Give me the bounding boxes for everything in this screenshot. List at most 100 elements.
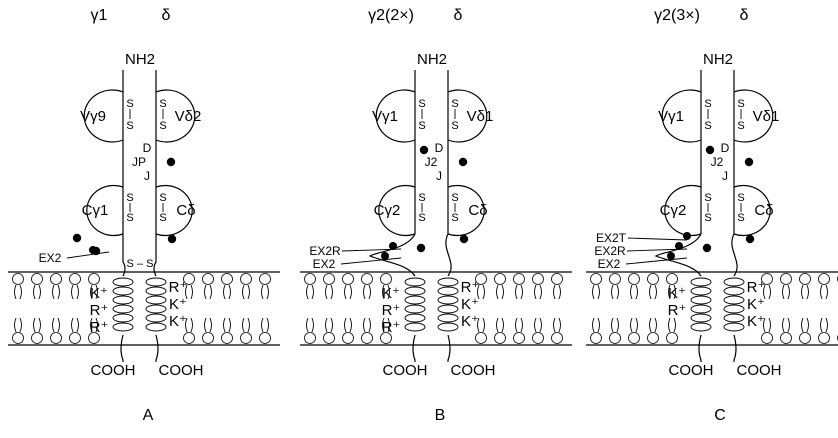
left-v-label: Vγ1: [658, 108, 684, 125]
right-tm-helix-turn: [723, 304, 745, 314]
right-d-label: D: [143, 141, 152, 155]
right-tm-helix-turn: [723, 286, 745, 296]
chain-left-label: γ2(2×): [368, 7, 414, 24]
lipid-head: [221, 273, 233, 285]
left-c-label: Cγ2: [660, 202, 687, 219]
lipid-head: [513, 332, 525, 344]
c-left-disulfide-top: S: [418, 192, 425, 204]
left-v-domain: [83, 89, 124, 143]
lipid-tail: [782, 317, 790, 333]
left-tm-helix-turn: [404, 286, 426, 296]
lipid-tail: [90, 317, 98, 333]
lipid-tail: [344, 317, 352, 333]
lipid-tail: [242, 284, 250, 300]
lipid-head: [88, 332, 100, 344]
chain-left-label: γ2(3×): [654, 7, 700, 24]
lipid-tail: [382, 317, 390, 333]
right-tm-helix-turn: [145, 277, 167, 287]
lipid-tail: [325, 317, 333, 333]
right-j-label: J: [722, 169, 728, 183]
lipid-head: [647, 273, 659, 285]
lipid-tail: [630, 317, 638, 333]
lipid-tail: [306, 284, 314, 300]
exon-label: EX2T: [596, 231, 627, 245]
lipid-tail: [185, 284, 193, 300]
v-left-disulfide-bottom: S: [704, 120, 711, 132]
right-tm-helix-turn: [437, 313, 459, 323]
lipid-head: [221, 332, 233, 344]
lipid-head: [240, 332, 252, 344]
left-j-label: J2: [711, 155, 724, 169]
lipid-head: [799, 332, 811, 344]
left-v-domain: [661, 89, 702, 143]
lipid-head: [609, 332, 621, 344]
right-tm-helix-turn: [437, 304, 459, 314]
lipid-tail: [71, 317, 79, 333]
lipid-tail: [223, 317, 231, 333]
left-tm-helix-turn: [690, 277, 712, 287]
lipid-tail: [71, 284, 79, 300]
right-cooh-label: COOH: [159, 362, 204, 379]
lipid-tail: [820, 284, 828, 300]
right-tm-charge: R⁺: [169, 279, 188, 296]
left-v-label: Vγ1: [372, 108, 398, 125]
lipid-head: [31, 273, 43, 285]
exon-label: EX2: [313, 257, 336, 271]
lipid-head: [259, 332, 271, 344]
lipid-tail: [344, 284, 352, 300]
lipid-tail: [763, 284, 771, 300]
left-connecting-peptide: [654, 233, 702, 277]
left-tm-helix-turn: [404, 322, 426, 332]
lipid-head: [361, 332, 373, 344]
glycan-dot: [458, 157, 468, 167]
glycan-dot: [72, 233, 82, 243]
lipid-tail: [649, 284, 657, 300]
left-c-label: Cγ2: [374, 202, 401, 219]
right-tm-charge: K⁺: [747, 296, 765, 313]
right-tm-charge: K⁺: [169, 296, 187, 313]
glycan-dot: [667, 252, 675, 260]
right-tm-charge: K⁺: [461, 296, 479, 313]
lipid-head: [494, 273, 506, 285]
right-j-label: J: [144, 169, 150, 183]
lipid-tail: [534, 284, 542, 300]
right-v-label: Vδ1: [467, 108, 494, 125]
lipid-head: [761, 332, 773, 344]
lipid-head: [31, 332, 43, 344]
lipid-head: [590, 332, 602, 344]
lipid-head: [12, 273, 24, 285]
exon-label: EX2R: [594, 244, 626, 258]
c-left-disulfide-bottom: S: [418, 212, 425, 224]
left-tm-helix-turn: [690, 286, 712, 296]
right-tm-helix-turn: [437, 286, 459, 296]
lipid-head: [342, 332, 354, 344]
lipid-tail: [611, 317, 619, 333]
right-c-label: Cδ: [754, 202, 773, 219]
interchain-disulfide-label: S – S: [127, 258, 154, 270]
lipid-head: [666, 332, 678, 344]
left-tm-helix-turn: [112, 313, 134, 323]
left-cytoplasmic-tail: [412, 334, 416, 362]
left-tm-helix-turn: [112, 322, 134, 332]
right-tm-charge: K⁺: [747, 313, 765, 330]
left-tm-charge: R⁺: [382, 302, 401, 319]
left-connecting-peptide: [368, 233, 416, 277]
c-right-disulfide-bottom: S: [159, 212, 166, 224]
lipid-tail: [33, 284, 41, 300]
right-tm-helix-turn: [437, 295, 459, 305]
right-connecting-peptide: [445, 233, 452, 277]
right-tm-helix-turn: [145, 304, 167, 314]
left-tm-helix-turn: [404, 295, 426, 305]
right-tm-charge: K⁺: [169, 313, 187, 330]
lipid-tail: [763, 317, 771, 333]
glycan-dot: [389, 242, 397, 250]
left-tm-helix-turn: [690, 295, 712, 305]
right-cytoplasmic-tail: [155, 334, 159, 362]
exon-pointer: [340, 257, 402, 265]
left-tm-helix-turn: [404, 277, 426, 287]
lipid-head: [304, 332, 316, 344]
lipid-tail: [261, 317, 269, 333]
left-tm-charge: K⁺: [668, 285, 686, 302]
v-right-disulfide-bottom: S: [451, 120, 458, 132]
